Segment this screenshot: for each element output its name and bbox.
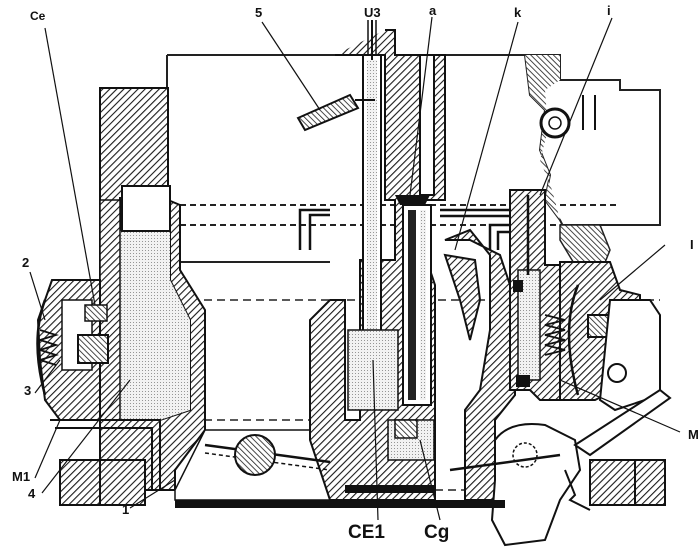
label-5: 5 <box>255 5 263 20</box>
label-2: 2 <box>22 255 30 270</box>
throttle-lever <box>573 388 672 457</box>
label-1: 1 <box>122 502 130 517</box>
label-3: 3 <box>24 383 32 398</box>
label-i-right: I <box>690 237 694 252</box>
main-jet-tube <box>402 204 432 406</box>
label-m-right: M <box>688 427 699 442</box>
pump-cover-right <box>598 299 661 412</box>
label-ce: Ce <box>30 9 46 23</box>
pump-diaphragm-right <box>567 284 580 396</box>
label-cg: Cg <box>424 522 450 543</box>
label-u3: U3 <box>364 5 381 20</box>
label-k: k <box>514 5 522 20</box>
main-jet <box>394 419 418 439</box>
cutaway-shading <box>525 55 560 220</box>
float <box>121 185 171 232</box>
pump-spring-left <box>36 329 60 366</box>
pump-valve-left <box>77 334 109 364</box>
label-a: a <box>429 3 437 18</box>
float-bowl-fuel <box>120 230 190 420</box>
air-tube-5 <box>296 93 375 132</box>
throttle-cam <box>490 423 582 547</box>
label-i: i <box>607 3 611 18</box>
base-flange <box>59 459 666 508</box>
label-m1: M1 <box>12 469 31 484</box>
leader-lines <box>29 16 681 521</box>
throttle-shaft-boss <box>234 434 276 476</box>
pump-channel <box>50 419 175 491</box>
label-4: 4 <box>28 486 36 501</box>
label-ce1: CE1 <box>348 522 385 543</box>
pump-spring-right <box>544 314 566 356</box>
